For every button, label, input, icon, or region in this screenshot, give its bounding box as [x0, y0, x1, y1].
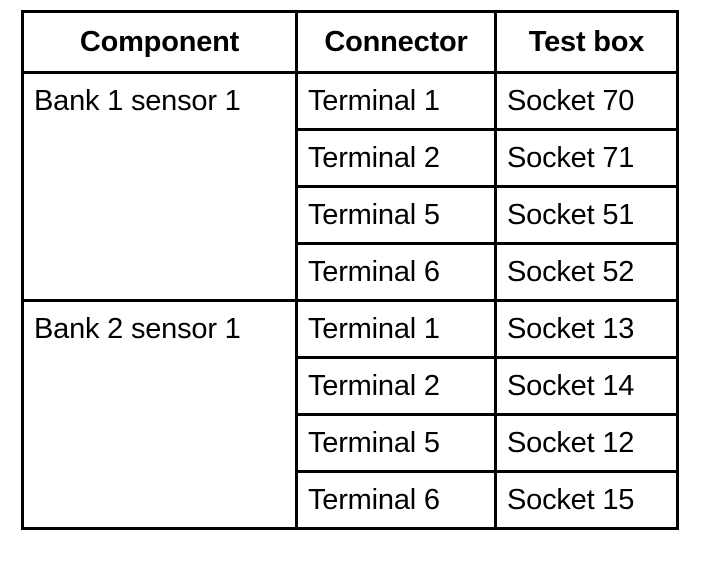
connector-cell: Terminal 2	[295, 356, 497, 416]
test-box-cell: Socket 15	[494, 470, 679, 530]
connector-cell: Terminal 5	[295, 185, 497, 245]
column-header-test-box: Test box	[494, 10, 679, 74]
test-box-cell: Socket 71	[494, 128, 679, 188]
component-group-cell: Bank 1 sensor 1	[21, 71, 298, 302]
test-box-cell: Socket 12	[494, 413, 679, 473]
connector-cell: Terminal 6	[295, 242, 497, 302]
table-row: Terminal 6 Socket 52	[23, 242, 679, 302]
wiring-reference-table: Component Connector Test box Bank 1 sens…	[21, 10, 679, 530]
component-group-cell: Bank 2 sensor 1	[21, 299, 298, 530]
column-header-connector: Connector	[295, 10, 497, 74]
connector-cell: Terminal 1	[295, 71, 497, 131]
column-header-component: Component	[21, 10, 298, 74]
table-row: Terminal 6 Socket 15	[23, 470, 679, 530]
connector-cell: Terminal 6	[295, 470, 497, 530]
table-row: Bank 1 sensor 1 Terminal 1 Socket 70	[21, 71, 679, 302]
test-box-cell: Socket 13	[494, 299, 679, 359]
table-row: Terminal 2 Socket 14	[23, 356, 679, 416]
table-header: Component Connector Test box	[21, 10, 679, 74]
connector-cell: Terminal 1	[295, 299, 497, 359]
table-header-row: Component Connector Test box	[21, 10, 679, 74]
test-box-cell: Socket 51	[494, 185, 679, 245]
test-box-cell: Socket 52	[494, 242, 679, 302]
connector-cell: Terminal 2	[295, 128, 497, 188]
test-box-cell: Socket 70	[494, 71, 679, 131]
table-row: Terminal 5 Socket 12	[23, 413, 679, 473]
table-body: Bank 1 sensor 1 Terminal 1 Socket 70 Ter…	[21, 71, 679, 530]
connector-cell: Terminal 5	[295, 413, 497, 473]
table-row: Terminal 5 Socket 51	[23, 185, 679, 245]
test-box-cell: Socket 14	[494, 356, 679, 416]
table-row: Bank 2 sensor 1 Terminal 1 Socket 13	[21, 299, 679, 530]
table-row: Terminal 2 Socket 71	[23, 128, 679, 188]
